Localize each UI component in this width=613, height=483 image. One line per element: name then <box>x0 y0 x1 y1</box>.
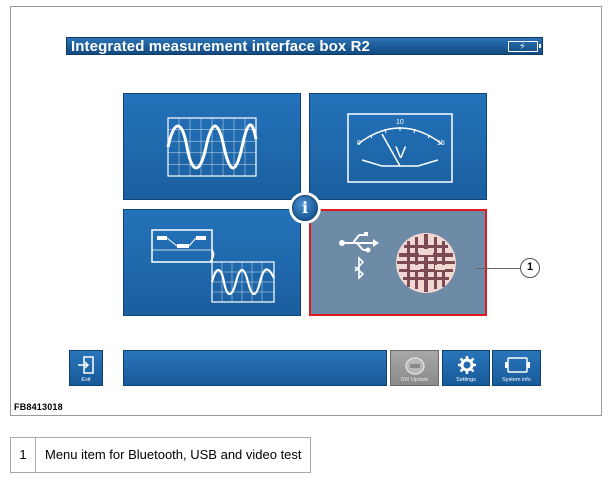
oscilloscope-tile[interactable] <box>123 93 301 200</box>
exit-door-icon <box>78 356 94 374</box>
meter-unit: V <box>395 143 407 162</box>
legend-description: Menu item for Bluetooth, USB and video t… <box>45 447 302 462</box>
exit-label: Exit <box>81 377 91 383</box>
device-icon <box>505 357 530 373</box>
settings-label: Settings <box>456 377 476 383</box>
bluetooth-usb-video-tile[interactable] <box>309 209 487 316</box>
sw-update-icon <box>405 357 425 375</box>
voltmeter-icon: 0 10 15 V <box>347 113 453 183</box>
schematic-wave-icon <box>151 229 275 303</box>
legend-number: 1 <box>11 438 36 472</box>
system-info-button[interactable]: System info <box>492 350 541 386</box>
meter-scale-max: 15 <box>437 140 445 147</box>
sw-update-button[interactable]: SW Update <box>390 350 439 386</box>
settings-button[interactable]: Settings <box>442 350 490 386</box>
battery-charging-icon <box>508 41 541 52</box>
usb-bluetooth-testpattern-icon <box>339 232 456 293</box>
callout-line <box>476 268 520 269</box>
sw-update-label: SW Update <box>400 377 429 383</box>
exit-button[interactable]: Exit <box>69 350 103 386</box>
status-bar <box>123 350 387 386</box>
gear-icon <box>458 356 476 374</box>
legend-table: 1 Menu item for Bluetooth, USB and video… <box>10 437 311 473</box>
info-button[interactable]: i <box>289 192 321 224</box>
info-icon: i <box>292 195 318 221</box>
system-info-label: System info <box>502 377 531 383</box>
combined-measurement-tile[interactable] <box>123 209 301 316</box>
callout-number: 1 <box>520 258 540 278</box>
title-bar: Integrated measurement interface box R2 <box>66 37 543 55</box>
window-title: Integrated measurement interface box R2 <box>71 38 370 55</box>
sine-wave-icon <box>166 117 258 177</box>
figure-code: FB8413018 <box>14 402 63 412</box>
multimeter-tile[interactable]: 0 10 15 V <box>309 93 487 200</box>
meter-scale-mid: 10 <box>396 119 404 126</box>
meter-scale-min: 0 <box>357 140 361 147</box>
